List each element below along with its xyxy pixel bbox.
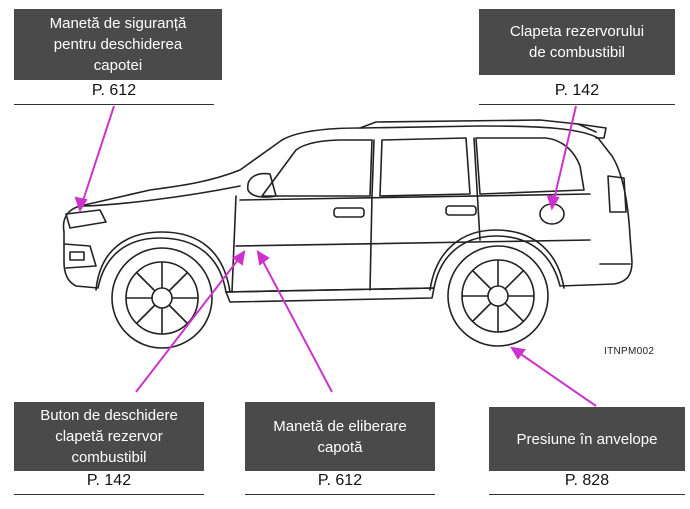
fog-light <box>69 251 85 261</box>
body-outline <box>62 125 633 293</box>
front-wheel <box>111 247 213 349</box>
rear-door-handle <box>445 205 477 216</box>
front-wheel-arch <box>95 231 231 293</box>
hood-line <box>79 185 241 207</box>
callout-arrow-hood-safety <box>74 196 88 213</box>
callout-line-tire <box>511 347 597 407</box>
running-board <box>225 287 435 303</box>
rear-wheel-arch <box>429 229 565 291</box>
front-bumper <box>63 243 97 269</box>
middle-window <box>379 137 471 197</box>
callout-arrow-fuel-door <box>546 194 560 211</box>
callout-arrow-hood-release <box>256 250 270 266</box>
side-mirror <box>246 172 277 198</box>
callout-arrow-tire <box>510 346 526 360</box>
roof-rail <box>359 119 597 133</box>
callout-line-fuel-door <box>551 105 577 209</box>
front-window <box>261 139 373 197</box>
front-door-handle <box>333 207 365 218</box>
page-ref-hood-release-lever[interactable]: P. 612 <box>245 470 435 495</box>
suv-line-art <box>62 119 633 303</box>
page-ref-tire-pressure[interactable]: P. 828 <box>489 470 685 495</box>
callout-fuel-door: Clapeta rezervorului de combustibil <box>479 9 675 75</box>
tail-light <box>607 175 627 213</box>
side-crease <box>235 239 591 247</box>
front-door-line <box>231 195 237 293</box>
callout-lines <box>74 105 597 407</box>
rear-window <box>475 137 585 195</box>
rear-spoiler <box>577 123 607 139</box>
callout-tire-pressure: Presiune în anvelope <box>489 407 685 471</box>
rear-wheel <box>447 245 549 347</box>
rear-door-line <box>473 137 481 241</box>
callout-arrow-fuel-button <box>232 250 246 266</box>
figure-code: ITNPM002 <box>604 346 655 357</box>
middle-door-line <box>369 139 375 291</box>
page-ref-hood-safety-lever[interactable]: P. 612 <box>14 80 214 105</box>
callout-line-fuel-button <box>135 251 245 393</box>
headlight <box>65 209 107 229</box>
callout-hood-release-lever: Manetă de eliberare capotă <box>245 402 435 471</box>
callout-line-hood-release <box>257 251 333 393</box>
callout-fuel-door-button: Buton de deschidere clapetă rezervor com… <box>14 402 204 471</box>
page-ref-fuel-door[interactable]: P. 142 <box>479 80 675 105</box>
page-ref-fuel-door-button[interactable]: P. 142 <box>14 470 204 495</box>
belt-line <box>239 193 591 201</box>
callout-line-hood-safety <box>79 105 115 211</box>
callout-hood-safety-lever: Manetă de siguranță pentru deschiderea c… <box>14 9 222 80</box>
